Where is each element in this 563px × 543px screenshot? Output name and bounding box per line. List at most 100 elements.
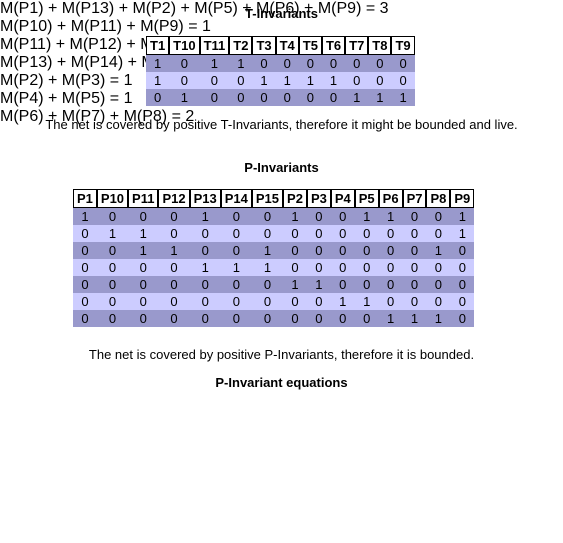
- p-cell: 0: [220, 276, 252, 293]
- p-header-cell: P9: [450, 189, 475, 208]
- t-cell: 0: [169, 72, 200, 89]
- p-cell: 0: [402, 242, 427, 259]
- p-cell: 0: [354, 276, 379, 293]
- table-row: 1 0 0 0 1 1 1 1 0 0 0: [146, 72, 415, 89]
- p-cell: 0: [220, 208, 252, 225]
- p-cell: 0: [251, 225, 284, 242]
- p-header-cell: P3: [306, 189, 331, 208]
- p-cell: 0: [220, 293, 252, 310]
- t-header-cell: T3: [252, 36, 276, 55]
- p-invariant-equations: M(P1) + M(P13) + M(P2) + M(P5) + M(P6) +…: [0, 0, 563, 126]
- t-header-cell: T7: [345, 36, 369, 55]
- p-header-cell: P15: [251, 189, 284, 208]
- t-cell: 0: [345, 55, 369, 72]
- t-cell: 0: [199, 89, 230, 106]
- p-cell: 0: [330, 259, 355, 276]
- p-invariants-table: P1 P10 P11 P12 P13 P14 P15 P2 P3 P4 P5 P…: [73, 189, 475, 327]
- p-cell: 1: [306, 276, 331, 293]
- p-cell: 0: [158, 293, 190, 310]
- t-cell: 0: [345, 72, 369, 89]
- p-cell: 0: [402, 293, 427, 310]
- p-cell: 0: [73, 259, 97, 276]
- p-cell: 1: [251, 259, 284, 276]
- p-cell: 1: [426, 242, 451, 259]
- p-cell: 0: [96, 208, 129, 225]
- p-cell: 0: [220, 225, 252, 242]
- t-cell: 0: [199, 72, 230, 89]
- p-cell: 0: [251, 293, 284, 310]
- p-cell: 0: [354, 225, 379, 242]
- p-cell: 0: [354, 259, 379, 276]
- t-cell: 0: [252, 89, 276, 106]
- p-cell: 1: [128, 242, 159, 259]
- t-cell: 1: [252, 72, 276, 89]
- p-cell: 1: [158, 242, 190, 259]
- p-cell: 0: [96, 276, 129, 293]
- p-header-cell: P11: [128, 189, 159, 208]
- p-cell: 0: [220, 242, 252, 259]
- p-cell: 0: [96, 259, 129, 276]
- t-cell: 1: [229, 55, 253, 72]
- p-cell: 1: [96, 225, 129, 242]
- p-cell: 0: [158, 225, 190, 242]
- p-invariant-equations-title: P-Invariant equations: [215, 375, 348, 390]
- p-cell: 0: [330, 242, 355, 259]
- p-cell: 0: [402, 225, 427, 242]
- p-header-cell: P5: [354, 189, 379, 208]
- p-cell: 0: [306, 242, 331, 259]
- p-cell: 0: [402, 208, 427, 225]
- p-cell: 0: [73, 310, 97, 327]
- t-header-cell: T1: [146, 36, 170, 55]
- equation-line: M(P6) + M(P7) + M(P8) = 2: [0, 108, 195, 125]
- p-header-cell: P4: [330, 189, 355, 208]
- p-cell: 0: [158, 208, 190, 225]
- p-cell: 1: [189, 208, 221, 225]
- p-cell: 0: [330, 310, 355, 327]
- p-cell: 0: [96, 242, 129, 259]
- p-cell: 0: [158, 310, 190, 327]
- t-cell: 0: [146, 89, 170, 106]
- p-cell: 0: [378, 276, 403, 293]
- p-cell: 1: [283, 276, 307, 293]
- t-cell: 1: [391, 89, 415, 106]
- p-cell: 1: [189, 259, 221, 276]
- p-invariants-header-row: P1 P10 P11 P12 P13 P14 P15 P2 P3 P4 P5 P…: [73, 189, 475, 208]
- table-row: 0 1 0 0 0 0 0 0 1 1 1: [146, 89, 415, 106]
- equation-line: M(P1) + M(P13) + M(P2) + M(P5) + M(P6) +…: [0, 0, 389, 17]
- t-cell: 1: [146, 72, 170, 89]
- p-cell: 0: [189, 276, 221, 293]
- p-cell: 1: [450, 208, 475, 225]
- p-cell: 0: [354, 242, 379, 259]
- p-cell: 0: [426, 276, 451, 293]
- t-cell: 1: [321, 72, 346, 89]
- p-cell: 0: [306, 208, 331, 225]
- t-cell: 1: [275, 72, 299, 89]
- p-cell: 1: [378, 208, 403, 225]
- t-header-cell: T5: [298, 36, 322, 55]
- p-cell: 1: [128, 225, 159, 242]
- p-cell: 1: [251, 242, 284, 259]
- t-cell: 1: [345, 89, 369, 106]
- equation-line: M(P2) + M(P3) = 1: [0, 72, 133, 89]
- p-cell: 0: [283, 310, 307, 327]
- p-invariants-note: The net is covered by positive P-Invaria…: [88, 347, 475, 362]
- p-cell: 0: [128, 259, 159, 276]
- p-cell: 0: [128, 310, 159, 327]
- p-header-cell: P2: [283, 189, 307, 208]
- t-cell: 1: [146, 55, 170, 72]
- t-cell: 0: [229, 72, 253, 89]
- t-cell: 1: [199, 55, 230, 72]
- p-cell: 0: [128, 208, 159, 225]
- p-cell: 1: [378, 310, 403, 327]
- t-header-cell: T4: [275, 36, 299, 55]
- p-cell: 0: [450, 310, 475, 327]
- p-cell: 0: [128, 276, 159, 293]
- p-cell: 1: [220, 259, 252, 276]
- p-cell: 0: [354, 310, 379, 327]
- equation-line: M(P4) + M(P5) = 1: [0, 90, 133, 107]
- t-invariants-note: The net is covered by positive T-Invaria…: [45, 117, 518, 132]
- table-row: 1 0 1 1 0 0 0 0 0 0 0: [146, 55, 415, 72]
- p-cell: 0: [378, 259, 403, 276]
